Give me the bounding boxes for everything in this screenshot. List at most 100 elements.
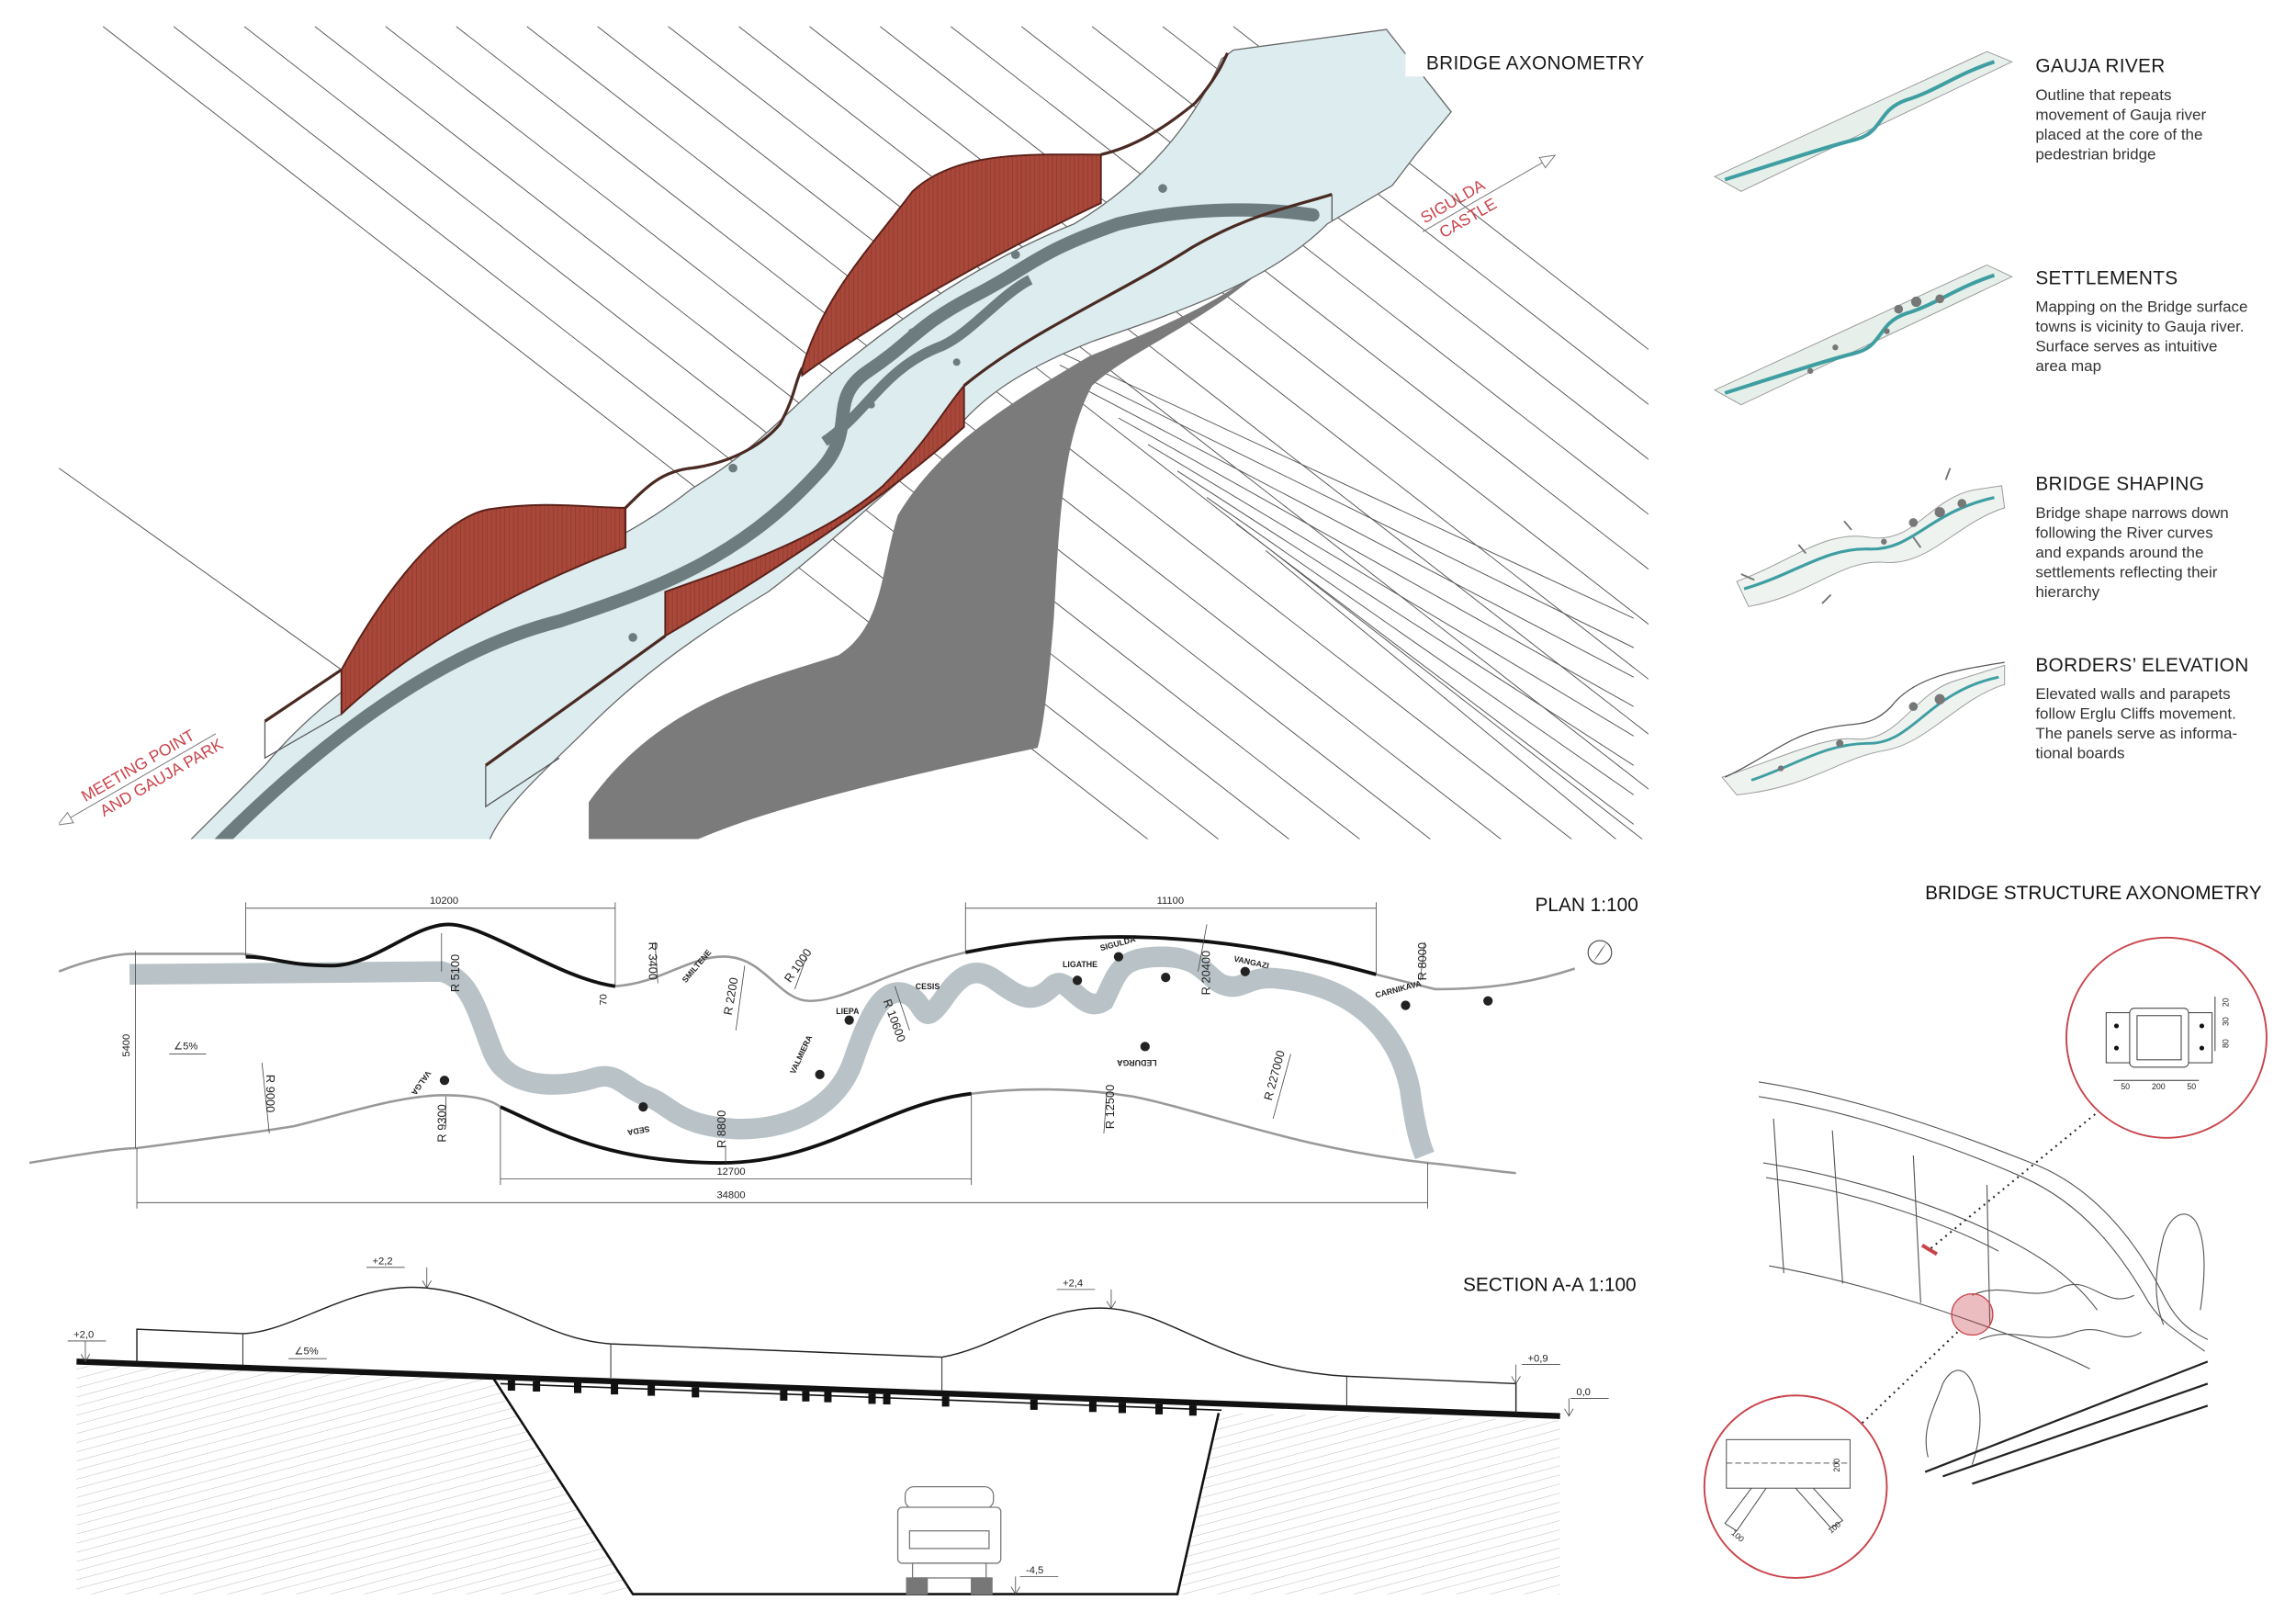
concept-description-line: Outline that repeats [2035, 86, 2171, 104]
truck-icon [896, 1485, 1002, 1595]
contour-line [1030, 338, 1635, 619]
elevation-marker [1010, 1575, 1059, 1595]
elevation-marker [1056, 1289, 1117, 1310]
girder-block [883, 1393, 891, 1405]
girder-block [1155, 1403, 1164, 1414]
plan-walls [245, 922, 1377, 1165]
girder-block [574, 1382, 582, 1393]
settlement-label: CESIS [916, 982, 940, 991]
dimension-label: 12700 [716, 1167, 745, 1178]
radius-label: R 8800 [715, 1110, 728, 1148]
contour-line [597, 26, 1643, 840]
girder-block [533, 1381, 541, 1392]
radius-label: R 20400 [1199, 951, 1212, 995]
girder-block [1188, 1405, 1197, 1416]
dimension-label: 5400 [121, 1034, 132, 1057]
contour-line [1235, 524, 1635, 825]
settlement-label: LIEPA [836, 1007, 860, 1016]
concept-title: SETTLEMENTS [2035, 267, 2178, 288]
contour-line [59, 468, 343, 671]
red-wall-front [664, 383, 965, 637]
settlement-dot [844, 1015, 854, 1025]
settlement-label: VALGA [409, 1069, 433, 1098]
concept-description-line: Surface serves as intuitive [2035, 338, 2217, 355]
thumb-borders-elevation [1721, 661, 2006, 795]
radius-label: R 1000 [782, 946, 815, 985]
concept-title: GAUJA RIVER [2035, 56, 2165, 77]
elevation-label: -4,5 [1026, 1565, 1043, 1576]
elevation-label: 0,0 [1576, 1387, 1591, 1398]
section-drawing: +2,0+2,2+2,4+0,90,0-4,5∠5% [67, 1257, 1609, 1595]
settlement-label: VALMIERA [788, 1033, 814, 1076]
contour-line [950, 26, 1649, 570]
parapet-rail-front [264, 193, 1333, 767]
radius-label: R 8000 [1415, 942, 1429, 980]
girder-chord [500, 1382, 1222, 1412]
girder-block [1118, 1403, 1126, 1414]
bridge-shadow [589, 247, 1284, 840]
girder-block [802, 1391, 810, 1402]
concept-description-line: settlements reflecting their [2035, 564, 2217, 581]
contour-line [1059, 365, 1635, 648]
under-deck-girders [500, 1380, 1222, 1416]
girder-block [824, 1392, 832, 1403]
plan-river [129, 946, 1435, 1160]
parapet-frames [264, 194, 1333, 808]
contour-line [1176, 470, 1635, 766]
settlement-dot [439, 1076, 450, 1086]
elevation-label: +2,2 [372, 1257, 392, 1268]
concept-description-line: follow Erglu Cliffs movement. [2035, 705, 2235, 723]
plate-dimension-label: 80 [2221, 1039, 2230, 1048]
girder-block [1088, 1402, 1097, 1413]
concept-description-line: towns is vicinity to Gauja river. [2035, 318, 2244, 335]
ground-hatch-left [76, 1366, 634, 1595]
section-slope-label: ∠5% [295, 1346, 319, 1357]
red-wall-upper [801, 153, 1102, 378]
girder-block [611, 1383, 619, 1395]
concept-title: BORDERS’ ELEVATION [2035, 655, 2248, 676]
elevation-label: +2,0 [73, 1330, 94, 1341]
contour-line [668, 26, 1649, 790]
dimension-label: 70 [598, 994, 609, 1005]
contour-line [1118, 417, 1635, 707]
concept-description-line: The panels serve as informa- [2035, 725, 2237, 742]
thumb-settlements [1713, 264, 2013, 406]
joint-dimension-label: 200 [1832, 1459, 1841, 1472]
settlement-dot [815, 1069, 825, 1080]
slope-label: ∠5% [174, 1042, 197, 1053]
elevation-marker [1564, 1398, 1609, 1417]
settlement-dot [638, 1102, 648, 1112]
parapet-posts [242, 1333, 1347, 1408]
settlement-dot [1161, 972, 1171, 983]
elevation-label: +2,4 [1063, 1279, 1083, 1290]
concept-description-line: hierarchy [2035, 583, 2099, 601]
contour-line [1206, 497, 1635, 795]
ground-hatch-right [1177, 1413, 1560, 1595]
compass-icon [1587, 940, 1613, 965]
concept-description-line: placed at the core of the [2035, 126, 2202, 143]
concept-thumbnails [1713, 51, 2013, 795]
girder-block [1030, 1399, 1038, 1410]
structure-title: BRIDGE STRUCTURE AXONOMETRY [1925, 883, 2262, 904]
concept-description-line: tional boards [2035, 745, 2124, 762]
settlement-dot [1240, 966, 1250, 976]
plate-dimension-label: 20 [2221, 997, 2230, 1007]
radius-label: R 2200 [721, 976, 741, 1016]
road-pit [491, 1377, 1221, 1595]
girder-block [941, 1396, 950, 1407]
radius-label: R 227000 [1261, 1049, 1288, 1102]
parapet-rail [624, 52, 1230, 510]
settlement-dot [1483, 996, 1493, 1006]
concept-description-line: Elevated walls and parapets [2035, 685, 2230, 703]
plate-dimension-label: 30 [2221, 1017, 2230, 1026]
settlement-dot [1140, 1042, 1150, 1052]
contour-line [173, 26, 1220, 840]
plan-title: PLAN 1:100 [1535, 895, 1638, 916]
girder-block [647, 1385, 656, 1396]
concept-description-line: pedestrian bridge [2035, 145, 2155, 163]
settlement-label: VANGAZI [1233, 954, 1270, 971]
girder-block [868, 1393, 876, 1404]
structure-axonometry [1758, 1081, 2209, 1485]
